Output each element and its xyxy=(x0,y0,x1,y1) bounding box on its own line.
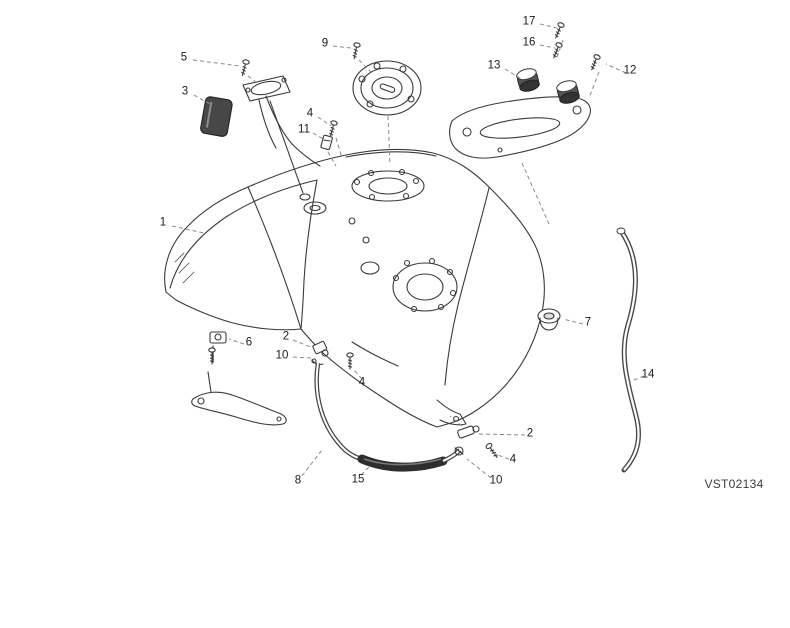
callout-label-10a: 10 xyxy=(275,349,289,362)
fuel-pump-assembly xyxy=(242,75,321,201)
callout-label-11: 11 xyxy=(298,123,310,136)
diagram-code: VST02134 xyxy=(704,477,764,491)
callout-label-7: 7 xyxy=(584,316,592,329)
callout-label-15: 15 xyxy=(351,473,365,486)
rubber-mounts xyxy=(516,68,580,104)
fuel-hose-front xyxy=(314,362,363,462)
mounting-bracket xyxy=(449,96,591,159)
rubber-grommet xyxy=(537,308,561,331)
quick-connect-left xyxy=(311,340,329,366)
callout-label-4a: 4 xyxy=(306,107,314,120)
hose-sleeve xyxy=(357,454,448,472)
callout-label-6: 6 xyxy=(245,336,253,349)
callout-label-10b: 10 xyxy=(489,474,503,487)
callout-label-14: 14 xyxy=(641,368,655,381)
callout-label-8: 8 xyxy=(294,474,302,487)
fuel-tank-body xyxy=(164,148,545,428)
fuel-filter-canister xyxy=(200,96,233,137)
wiring-connector xyxy=(320,134,333,151)
fuel-hose-rear xyxy=(442,448,462,464)
callout-label-5: 5 xyxy=(180,51,188,64)
breather-hose xyxy=(616,227,641,473)
callout-label-12: 12 xyxy=(623,64,637,77)
callout-label-2a: 2 xyxy=(282,330,290,343)
callout-label-17: 17 xyxy=(522,15,536,28)
filler-cap xyxy=(352,60,422,116)
callout-label-13: 13 xyxy=(487,59,501,72)
callout-label-3: 3 xyxy=(181,85,189,98)
callout-label-9: 9 xyxy=(321,37,329,50)
callout-label-4b: 4 xyxy=(358,376,366,389)
lower-left-bracket xyxy=(191,371,287,426)
leader-lines xyxy=(171,23,645,479)
assembly-axis-lines xyxy=(247,39,600,427)
callout-label-4c: 4 xyxy=(509,453,517,466)
quick-connect-right xyxy=(454,425,480,456)
callout-label-16: 16 xyxy=(522,36,536,49)
callout-label-1: 1 xyxy=(159,216,167,229)
callout-label-2b: 2 xyxy=(526,427,534,440)
